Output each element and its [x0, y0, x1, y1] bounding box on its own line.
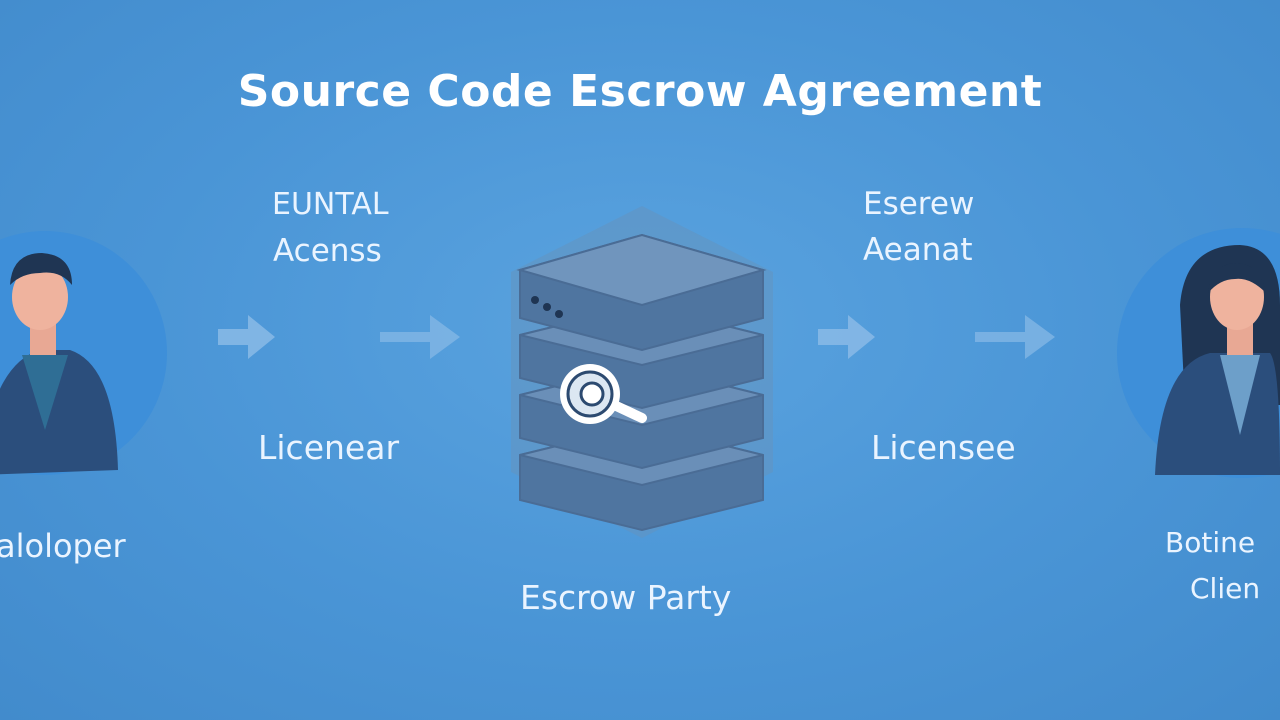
left-label-bottom: Acenss: [273, 233, 382, 269]
arrow-icon: [218, 315, 275, 359]
client-label-line1: Botine: [1165, 526, 1256, 559]
arrow-icon: [975, 315, 1055, 359]
right-label-top: Eserew: [863, 186, 975, 222]
arrow-icon: [818, 315, 875, 359]
developer-label: aloloper: [0, 527, 126, 565]
client-avatar: [1117, 228, 1280, 478]
arrow-icon: [380, 315, 460, 359]
client-label: Botine Clien: [1160, 520, 1260, 612]
diagram-title: Source Code Escrow Agreement: [237, 66, 1043, 117]
escrow-party-label: Escrow Party: [520, 578, 732, 617]
right-label-bottom: Aeanat: [863, 232, 973, 268]
developer-avatar: [0, 231, 167, 475]
licensor-label: Licenear: [258, 428, 400, 467]
licensee-label: Licensee: [871, 428, 1016, 467]
left-label-top: EUNTAL: [272, 187, 389, 222]
magnifier-icon: [560, 364, 647, 424]
client-label-line2: Clien: [1190, 572, 1261, 605]
